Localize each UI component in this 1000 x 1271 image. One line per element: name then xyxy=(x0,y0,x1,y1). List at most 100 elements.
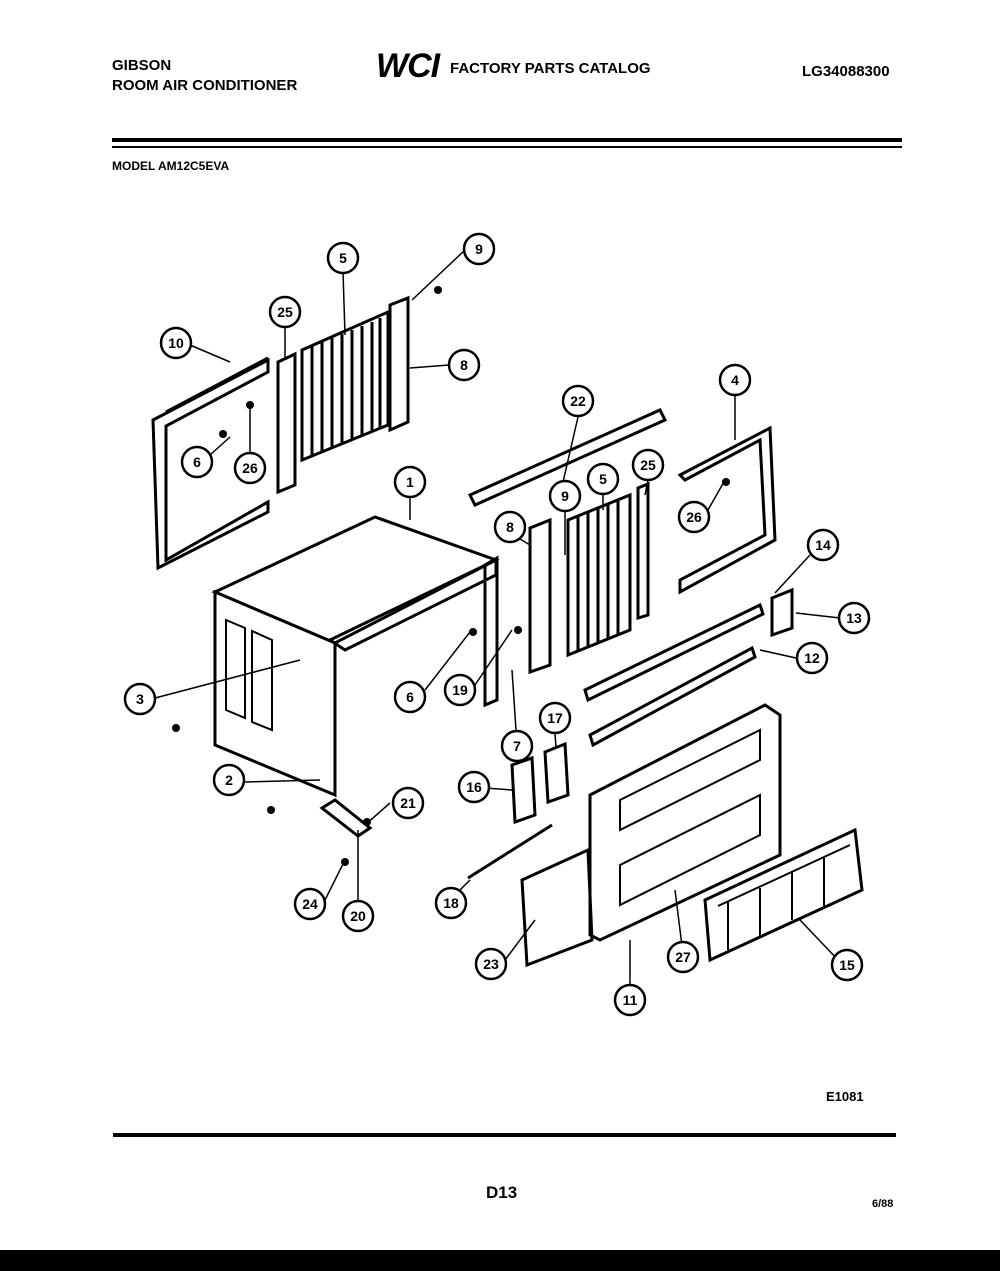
screw-2 xyxy=(267,806,275,814)
callout-8b: 8 xyxy=(493,510,527,544)
callout-10: 10 xyxy=(159,326,193,360)
callout-1: 1 xyxy=(393,465,427,499)
callout-8: 8 xyxy=(447,348,481,382)
svg-text:19: 19 xyxy=(452,682,468,698)
svg-text:9: 9 xyxy=(561,488,569,504)
screw-26-upper xyxy=(246,401,254,409)
screw-3 xyxy=(172,724,180,732)
callout-9: 9 xyxy=(462,232,496,266)
callout-27: 27 xyxy=(666,940,700,974)
bracket-16 xyxy=(510,755,537,825)
callout-3: 3 xyxy=(123,682,157,716)
svg-text:22: 22 xyxy=(570,393,586,409)
callout-26: 26 xyxy=(233,451,267,485)
screw-6-upper xyxy=(219,430,227,438)
svg-text:7: 7 xyxy=(513,738,521,754)
air-filter xyxy=(703,827,864,963)
control-panel xyxy=(520,847,594,968)
callout-20: 20 xyxy=(341,899,375,933)
model-number: MODEL AM12C5EVA xyxy=(112,159,230,173)
svg-text:15: 15 xyxy=(839,957,855,973)
header-rule-thick xyxy=(112,138,902,142)
callout-13: 13 xyxy=(837,601,871,635)
svg-text:8: 8 xyxy=(506,519,514,535)
svg-text:26: 26 xyxy=(686,509,702,525)
callout-24: 24 xyxy=(293,887,327,921)
svg-text:4: 4 xyxy=(731,372,739,388)
screw-24 xyxy=(341,858,349,866)
callout-14: 14 xyxy=(806,528,840,562)
date-code: 6/88 xyxy=(872,1198,894,1210)
svg-text:27: 27 xyxy=(675,949,691,965)
top-channel-22 xyxy=(467,408,668,507)
louver-left xyxy=(300,309,390,463)
callout-9b: 9 xyxy=(548,479,582,513)
screw-26-lower xyxy=(722,478,730,486)
svg-text:6: 6 xyxy=(406,689,414,705)
rail-14 xyxy=(583,602,765,703)
callout-6b: 6 xyxy=(393,680,427,714)
callout-12: 12 xyxy=(795,641,829,675)
rail-12 xyxy=(588,645,757,748)
callout-7: 7 xyxy=(500,729,534,763)
svg-text:25: 25 xyxy=(640,457,656,473)
screw-9-upper xyxy=(434,286,442,294)
svg-text:5: 5 xyxy=(339,250,347,266)
catalog-title: FACTORY PARTS CATALOG xyxy=(450,60,651,77)
svg-text:20: 20 xyxy=(350,908,366,924)
callout-balloons: 10 25 5 9 8 6 26 1 22 9 5 25 4 26 8 14 1… xyxy=(123,232,871,1017)
right-side-frame xyxy=(677,425,777,595)
footer-rule xyxy=(113,1133,896,1137)
callout-6: 6 xyxy=(180,445,214,479)
callout-19: 19 xyxy=(443,673,477,707)
louver-right xyxy=(566,492,632,658)
callout-5b: 5 xyxy=(586,462,620,496)
side-channel-lower xyxy=(528,517,552,675)
part-drawings xyxy=(151,295,864,968)
product-type: ROOM AIR CONDITIONER xyxy=(112,77,298,94)
callout-21: 21 xyxy=(391,786,425,820)
catalog-number: LG34088300 xyxy=(802,63,890,80)
callout-18: 18 xyxy=(434,886,468,920)
callout-25: 25 xyxy=(268,295,302,329)
callout-23: 23 xyxy=(474,947,508,981)
cabinet-side-rail xyxy=(483,555,499,708)
callout-26b: 26 xyxy=(677,500,711,534)
screw-19 xyxy=(514,626,522,634)
svg-text:24: 24 xyxy=(302,896,318,912)
grille-openings xyxy=(619,728,761,907)
svg-text:16: 16 xyxy=(466,779,482,795)
svg-text:2: 2 xyxy=(225,772,233,788)
side-channel-upper xyxy=(388,295,410,433)
svg-text:5: 5 xyxy=(599,471,607,487)
screw-6-lower xyxy=(469,628,477,636)
svg-text:10: 10 xyxy=(168,335,184,351)
brand-block: GIBSON ROOM AIR CONDITIONER xyxy=(112,56,297,96)
svg-text:3: 3 xyxy=(136,691,144,707)
page-code: D13 xyxy=(486,1183,518,1202)
wci-logo: WCI xyxy=(376,47,440,85)
bracket-20 xyxy=(319,798,373,838)
left-side-frame xyxy=(151,357,270,571)
svg-text:18: 18 xyxy=(443,895,459,911)
svg-text:25: 25 xyxy=(277,304,293,320)
rod-18 xyxy=(467,823,553,880)
front-grille xyxy=(588,703,782,942)
svg-text:17: 17 xyxy=(547,710,563,726)
svg-text:21: 21 xyxy=(400,795,416,811)
seal-strip-right xyxy=(636,481,650,621)
figure-code: E1081 xyxy=(826,1089,864,1104)
seal-strip-left xyxy=(276,351,297,495)
svg-text:23: 23 xyxy=(483,956,499,972)
svg-text:9: 9 xyxy=(475,241,483,257)
callout-4: 4 xyxy=(718,363,752,397)
svg-text:8: 8 xyxy=(460,357,468,373)
callout-16: 16 xyxy=(457,770,491,804)
bracket-17 xyxy=(543,741,570,805)
frame-top-rail xyxy=(165,356,269,414)
callout-25b: 25 xyxy=(631,448,665,482)
callout-15: 15 xyxy=(830,948,864,982)
svg-text:1: 1 xyxy=(406,474,414,490)
